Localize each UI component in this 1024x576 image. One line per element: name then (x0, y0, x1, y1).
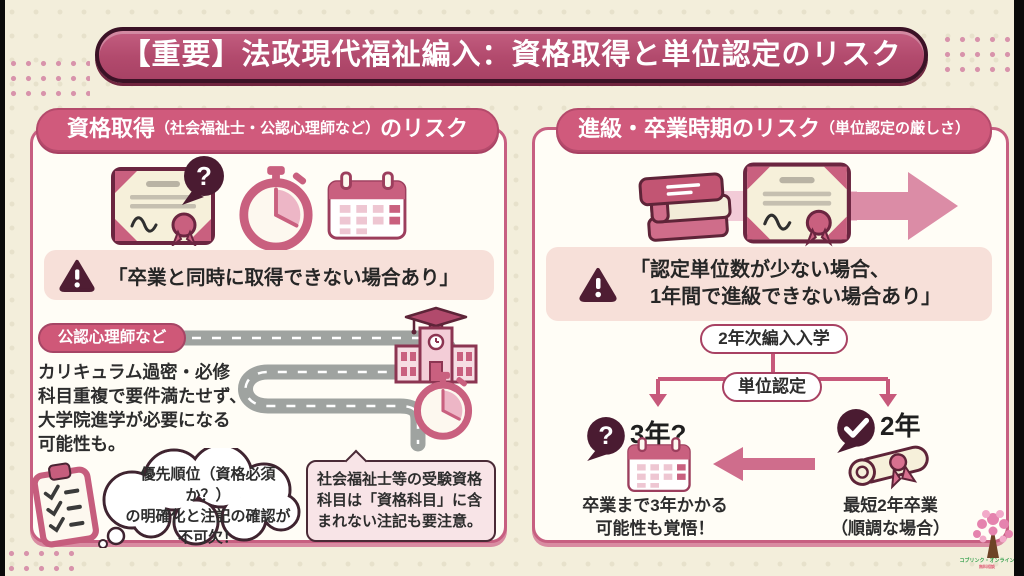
dot-pattern-top-left (6, 56, 90, 98)
question-glyph: ? (598, 422, 613, 450)
thought-bubble-icon (98, 448, 301, 548)
left-warning-box: 「卒業と同時に取得できない場合あり」 (44, 250, 494, 300)
stopwatch-icon (239, 166, 313, 252)
logo-line1: コブリンク・オンライン (959, 558, 1015, 564)
stopwatch-small-icon (413, 371, 473, 440)
warning-triangle-icon (59, 259, 95, 292)
diploma-scroll-icon (848, 445, 929, 490)
right-warning-text: 「認定単位数が少ない場合、 1年間で進級できない場合あり」 (630, 259, 942, 308)
left-header-main1: 資格取得 (66, 116, 155, 141)
tag-psychologist: 公認心理師など (38, 323, 186, 353)
calendar-small-icon (627, 437, 691, 493)
branch-left-caption: 卒業まで3年かかる 可能性も覚悟！ (582, 496, 728, 538)
flow-left-stub (656, 379, 660, 394)
right-panel-header: 進級・卒業時期のリスク（単位認定の厳しさ） (556, 108, 992, 152)
left-header-small: （社会福祉士・公認心理師など） (154, 120, 380, 137)
certificate-icon (743, 162, 851, 247)
note-box: 社会福祉士等の受験資格 科目は「資格科目」に含 まれない注記も要注意。 (306, 449, 496, 542)
warning-triangle-icon (579, 268, 617, 302)
logo-line2: 無料相談 (979, 564, 995, 569)
dot-pattern-bottom-left (4, 546, 74, 572)
right-header-main: 進級・卒業時期のリスク (577, 116, 820, 141)
check-bubble-icon (837, 409, 875, 453)
dot-pattern-top-right (940, 32, 1014, 78)
flow-mid-pill: 単位認定 (722, 372, 822, 402)
calendar-icon (327, 171, 407, 240)
big-right-arrow-icon (846, 172, 958, 240)
note-box-text: 社会福祉士等の受験資格 科目は「資格科目」に含 まれない注記も要注意。 (317, 471, 483, 530)
right-warning-box: 「認定単位数が少ない場合、 1年間で進級できない場合あり」 (546, 247, 992, 321)
page-title: 【重要】法政現代福祉編入：資格取得と単位認定のリスク (95, 27, 928, 83)
flow-connector-vertical (771, 354, 775, 374)
left-letterbox-bar (0, 0, 5, 576)
books-stack-icon (638, 172, 732, 242)
branch-right-label: 2年 (880, 411, 921, 441)
left-body-text: カリキュラム過密・必修 科目重複で要件満たせず、 大学院進学が必要になる 可能性… (38, 362, 247, 454)
tree-logo-icon (973, 510, 1013, 558)
flow-right-stub (886, 379, 890, 394)
right-letterbox-bar (1014, 0, 1024, 576)
flow-left-arrowhead (649, 394, 667, 407)
left-header-main2: のリスク (380, 116, 469, 141)
clipboard-icon (31, 462, 99, 548)
branch-right-caption: 最短2年卒業 （順調な場合） (831, 496, 950, 538)
logo-text: コブリンク・オンライン 無料相談 (950, 557, 1024, 570)
right-header-small: （単位認定の厳しさ） (820, 120, 971, 137)
question-glyph: ? (196, 161, 212, 191)
question-bubble-icon: ? (182, 156, 224, 205)
flow-start-pill: 2年次編入入学 (700, 324, 848, 354)
thought-bubble-text: 優先順位（資格必須か？） の明確化と注記の確認が 不可欠！ (125, 466, 291, 546)
left-warning-text: 「卒業と同時に取得できない場合あり」 (108, 266, 460, 289)
big-left-arrow-icon (713, 447, 815, 481)
question-bubble-icon: ? (587, 417, 625, 461)
school-building-icon (394, 306, 478, 384)
flow-right-arrowhead (879, 394, 897, 407)
left-panel-header: 資格取得（社会福祉士・公認心理師など）のリスク (36, 108, 499, 152)
